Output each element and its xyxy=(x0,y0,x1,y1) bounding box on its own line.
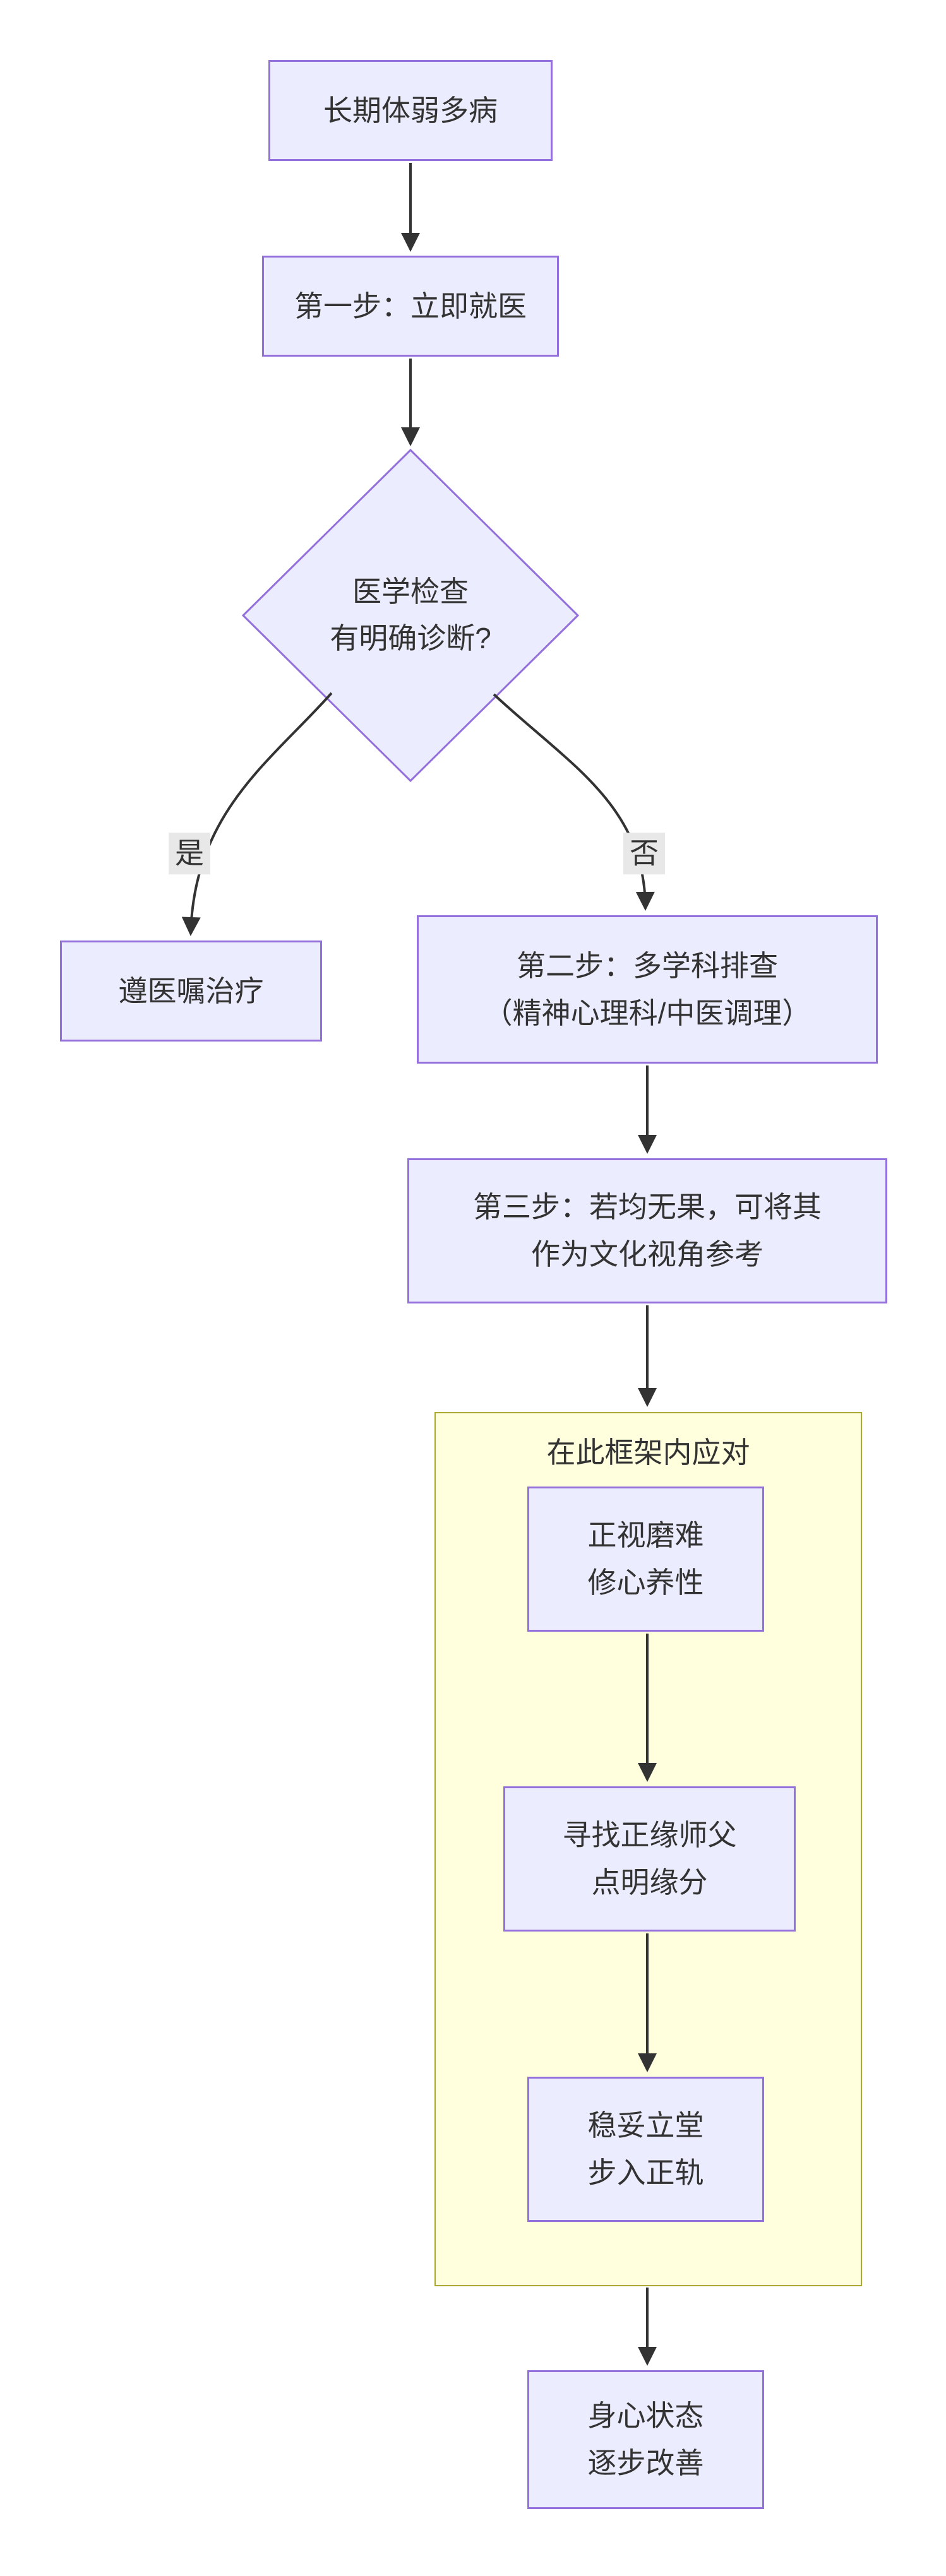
node-label: 第二步：多学科排查 xyxy=(517,949,778,982)
node-establish: 稳妥立堂 步入正轨 xyxy=(527,2077,764,2222)
node-label: 修心养性 xyxy=(587,1566,704,1599)
edge-label-text: 是 xyxy=(175,836,204,870)
edge-decision-step2 xyxy=(493,693,655,911)
node-label: 身心状态 xyxy=(587,2399,704,2433)
node-label: 长期体弱多病 xyxy=(323,93,498,127)
node-label: 医学检查 xyxy=(352,575,469,608)
node-label: 步入正轨 xyxy=(587,2156,704,2189)
node-label: 第一步：立即就医 xyxy=(294,289,527,323)
node-seek: 寻找正缘师父 点明缘分 xyxy=(503,1786,796,1932)
node-label: 逐步改善 xyxy=(587,2447,704,2479)
node-step2: 第二步：多学科排查 （精神心理科/中医调理） xyxy=(417,915,878,1064)
node-label: 遵医嘱治疗 xyxy=(118,974,264,1007)
node-follow: 遵医嘱治疗 xyxy=(60,941,322,1042)
node-decision: 医学检查 有明确诊断? xyxy=(284,552,537,679)
node-start: 长期体弱多病 xyxy=(268,60,553,161)
node-label: 稳妥立堂 xyxy=(587,2109,704,2142)
node-step1: 第一步：立即就医 xyxy=(262,256,559,357)
node-label: 正视磨难 xyxy=(587,1519,704,1552)
edge-decision-follow xyxy=(181,692,333,936)
node-improve: 身心状态 逐步改善 xyxy=(527,2370,764,2509)
node-face: 正视磨难 修心养性 xyxy=(527,1487,764,1632)
node-label: 点明缘分 xyxy=(591,1866,708,1899)
node-label: 第三步：若均无果，可将其 xyxy=(473,1190,822,1224)
node-label: 寻找正缘师父 xyxy=(562,1819,737,1852)
edge-label-no: 否 xyxy=(623,833,665,874)
framework-title: 在此框架内应对 xyxy=(546,1436,750,1469)
edge-label-yes: 是 xyxy=(169,833,210,874)
node-step3: 第三步：若均无果，可将其 作为文化视角参考 xyxy=(407,1158,887,1303)
node-label: 作为文化视角参考 xyxy=(531,1238,763,1271)
node-label: 有明确诊断? xyxy=(330,622,491,655)
edge-label-text: 否 xyxy=(630,836,659,870)
node-label: （精神心理科/中医调理） xyxy=(483,996,811,1030)
